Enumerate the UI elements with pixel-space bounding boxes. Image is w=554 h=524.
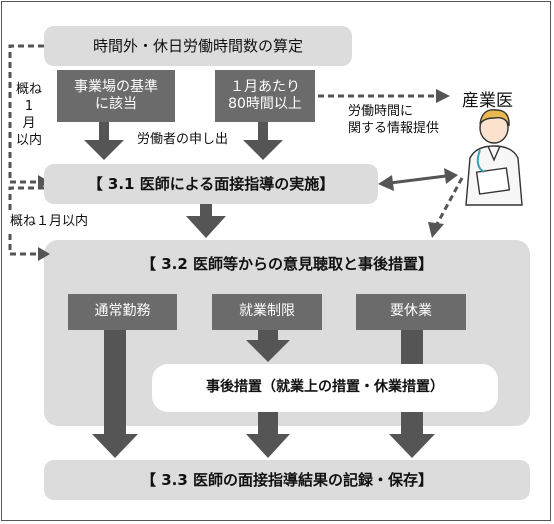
arrow-hours-shaft bbox=[258, 122, 268, 142]
normal-work-label: 通常勤務 bbox=[94, 303, 151, 320]
arrow-31-32-shaft bbox=[200, 204, 212, 218]
hours-label-1: １月あたり bbox=[230, 78, 300, 95]
calc-node-label: 時間外・休日労働時間数の算定 bbox=[92, 36, 303, 55]
info-line-1: 労働時間に bbox=[348, 104, 414, 119]
arrow-hours-head bbox=[243, 140, 283, 160]
post-measures-label: 事後措置（就業上の措置・休業措置） bbox=[206, 379, 444, 396]
criteria-label-2: に該当 bbox=[95, 96, 137, 112]
within-line-3: 月 bbox=[22, 115, 36, 131]
double-arrow-right-head bbox=[444, 168, 458, 184]
info-line-2: 関する情報提供 bbox=[348, 120, 440, 136]
arrow-31-32-head bbox=[186, 216, 226, 238]
section-3-3-label: 【 3.3 医師の面接指導結果の記録・保存】 bbox=[140, 470, 434, 489]
criteria-box: 事業場の基準 に該当 bbox=[57, 70, 175, 122]
criteria-label-1: 事業場の基準 bbox=[74, 78, 158, 95]
normal-work-box: 通常勤務 bbox=[68, 294, 177, 330]
within-one-month-label-1: 概ね 1 月 以内 bbox=[14, 82, 44, 150]
section-3-2-label: 【 3.2 医師等からの意見聴取と事後措置】 bbox=[140, 254, 434, 273]
info-provision-label: 労働時間に 関する情報提供 bbox=[348, 104, 439, 138]
double-arrow-left-head bbox=[378, 175, 394, 191]
dashed-bracket-2-head bbox=[38, 247, 50, 261]
calc-node: 時間外・休日労働時間数の算定 bbox=[44, 26, 352, 66]
dashed-doctor-32-head bbox=[428, 222, 444, 238]
section-3-1-label: 【 3.1 医師による面接指導の実施】 bbox=[87, 174, 335, 193]
arrow-restrict-head bbox=[246, 340, 290, 362]
arrow-criteria-shaft bbox=[99, 122, 109, 142]
arrow-criteria-head bbox=[84, 140, 124, 160]
arrow-normal-head bbox=[92, 434, 138, 458]
leave-required-box: 要休業 bbox=[356, 294, 466, 330]
section-3-2-title: 【 3.2 医師等からの意見聴取と事後措置】 bbox=[44, 252, 530, 276]
dashed-bracket-1 bbox=[8, 44, 44, 184]
arrow-normal-shaft bbox=[104, 330, 126, 436]
dashed-to-doctor-head bbox=[436, 89, 450, 103]
double-arrow-line bbox=[389, 174, 447, 185]
arrow-middle-head bbox=[246, 434, 290, 458]
worker-request-label: 労働者の申し出 bbox=[137, 132, 229, 147]
section-3-3-node: 【 3.3 医師の面接指導結果の記録・保存】 bbox=[44, 460, 530, 500]
doctor-illustration-icon bbox=[465, 109, 523, 206]
arrow-restrict-shaft bbox=[258, 330, 278, 342]
leave-required-label: 要休業 bbox=[390, 303, 432, 320]
section-3-1-node: 【 3.1 医師による面接指導の実施】 bbox=[44, 164, 378, 204]
hours-box: １月あたり 80時間以上 bbox=[215, 70, 315, 122]
within-line-4: 以内 bbox=[15, 132, 42, 148]
work-restriction-box: 就業制限 bbox=[212, 294, 322, 330]
work-restriction-label: 就業制限 bbox=[239, 303, 295, 320]
occupational-doctor-label: 産業医 bbox=[462, 91, 513, 111]
within-line-1: 概ね bbox=[15, 82, 42, 97]
dashed-doctor-32 bbox=[434, 177, 464, 227]
arrow-middle-shaft bbox=[258, 412, 278, 436]
within-one-month-label-2: 概ね１月以内 bbox=[8, 214, 91, 231]
post-measures-box: 事後措置（就業上の措置・休業措置） bbox=[152, 364, 498, 412]
arrow-leave-head bbox=[389, 434, 435, 458]
within-line-2: 1 bbox=[24, 98, 34, 114]
hours-label-2: 80時間以上 bbox=[228, 96, 302, 112]
